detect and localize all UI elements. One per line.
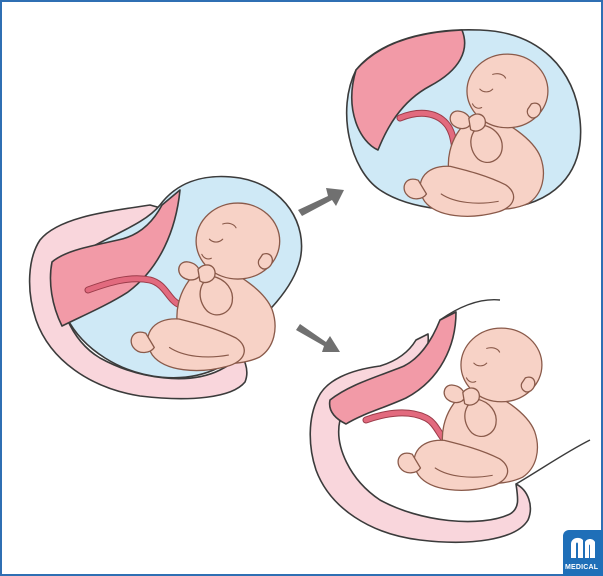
- arrow-up-right: [298, 188, 344, 216]
- outcome-top: [347, 30, 581, 217]
- logo-text: MEDICAL: [565, 564, 598, 572]
- publisher-logo: MEDICAL: [563, 530, 603, 576]
- arrow-down-right: [296, 324, 340, 352]
- logo-mark-icon: [569, 536, 595, 560]
- initial-uterus: [30, 177, 302, 399]
- outcome-bottom: [310, 300, 590, 543]
